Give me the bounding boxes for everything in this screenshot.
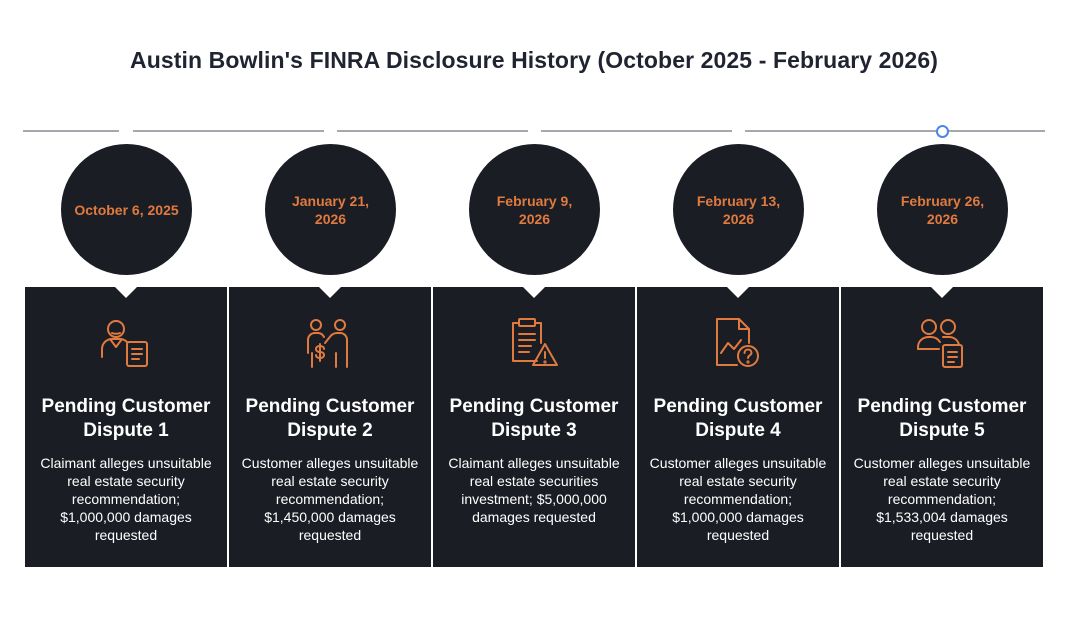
card-pointer [727,287,749,298]
event-description: Customer alleges unsuitable real estate … [241,455,419,543]
event-description: Customer alleges unsuitable real estate … [649,455,827,543]
card-pointer [319,287,341,298]
timeline-line [23,130,119,132]
timeline-line [745,130,1045,132]
event-title: Pending Customer Dispute 1 [41,396,211,441]
timeline-end-node [936,125,949,138]
event-card: Pending Customer Dispute 1 Claimant alle… [25,287,227,567]
card-pointer [523,287,545,298]
timeline-line [337,130,528,132]
event-date: February 9, 2026 [496,192,573,227]
event-card: Pending Customer Dispute 3 Claimant alle… [433,287,635,567]
card-pointer [115,287,137,298]
date-circle: January 21, 2026 [265,144,396,275]
event-date: October 6, 2025 [74,201,179,218]
event-title: Pending Customer Dispute 4 [653,396,823,441]
event-date: January 21, 2026 [291,192,370,227]
date-circle: February 13, 2026 [673,144,804,275]
person-document-icon [101,320,148,367]
event-title: Pending Customer Dispute 3 [449,396,619,441]
event-description: Claimant alleges unsuitable real estate … [40,455,212,543]
event-description: Claimant alleges unsuitable real estate … [448,455,620,525]
date-circle: February 9, 2026 [469,144,600,275]
event-title: Pending Customer Dispute 5 [857,396,1027,441]
users-document-icon [917,319,963,368]
date-circle: February 26, 2026 [877,144,1008,275]
clipboard-warning-icon [512,318,558,366]
event-card: Pending Customer Dispute 2 Customer alle… [229,287,431,567]
event-card: Pending Customer Dispute 4 Customer alle… [637,287,839,567]
event-card: Pending Customer Dispute 5 Customer alle… [841,287,1043,567]
event-title: Pending Customer Dispute 2 [245,396,415,441]
event-description: Customer alleges unsuitable real estate … [853,455,1031,543]
page-title: Austin Bowlin's FINRA Disclosure History… [130,47,938,73]
date-circle: October 6, 2025 [61,144,192,275]
chart-question-icon [716,318,759,367]
card-pointer [931,287,953,298]
event-date: February 26, 2026 [900,192,985,227]
timeline-line [133,130,324,132]
timeline-line [541,130,732,132]
event-date: February 13, 2026 [696,192,781,227]
people-money-icon [307,319,348,368]
